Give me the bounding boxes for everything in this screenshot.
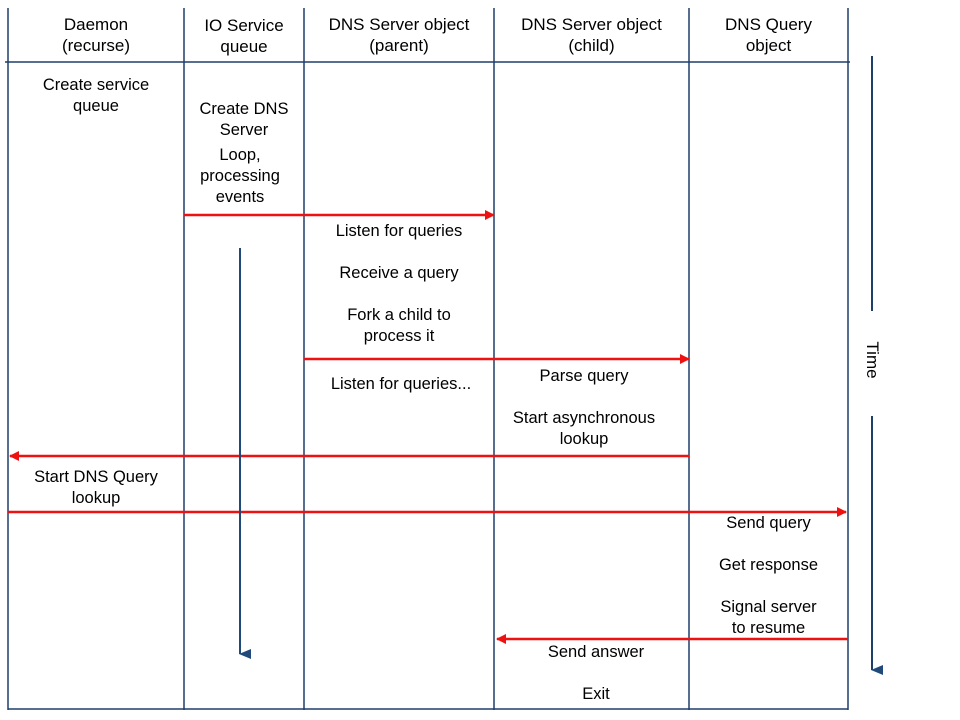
step-start-dns-query-lookup: Start DNS Query lookup	[8, 467, 184, 509]
step-fork-a-child: Fork a child to process it	[304, 305, 494, 347]
step-start-dns-query-line2: lookup	[71, 489, 121, 507]
header-daemon: Daemon (recurse)	[8, 14, 184, 56]
header-child-line1: DNS Server object	[521, 15, 662, 34]
step-receive-a-query: Receive a query	[339, 264, 459, 282]
step-loop-line1: Loop,	[219, 146, 261, 164]
header-parent-line1: DNS Server object	[328, 15, 470, 34]
step-start-async-line2: lookup	[559, 430, 609, 448]
header-query-line1: DNS Query	[725, 15, 812, 34]
header-io-line1: IO Service	[204, 16, 284, 35]
header-query-line2: object	[745, 36, 792, 55]
header-daemon-line2: (recurse)	[61, 36, 130, 55]
step-loop-processing-events: Loop, processing events	[184, 145, 296, 208]
time-label: Time	[863, 341, 882, 379]
header-dns-server-parent: DNS Server object (parent)	[304, 14, 494, 56]
step-fork-line1: Fork a child to	[347, 306, 451, 324]
step-parse-query: Parse query	[539, 367, 629, 385]
step-signal-line1: Signal server	[720, 598, 817, 616]
step-exit: Exit	[582, 685, 610, 703]
step-create-service-queue: Create service queue	[8, 75, 184, 117]
step-start-async-lookup: Start asynchronous lookup	[489, 408, 679, 450]
header-io-line2: queue	[220, 37, 268, 56]
step-fork-line2: process it	[363, 327, 435, 345]
step-create-dns-server-line1: Create DNS	[199, 100, 289, 118]
header-daemon-line1: Daemon	[63, 15, 129, 34]
step-start-dns-query-line1: Start DNS Query	[34, 468, 158, 486]
step-create-dns-server-line2: Server	[219, 121, 269, 139]
step-listen-for-queries-again: Listen for queries...	[330, 375, 472, 393]
header-dns-server-child: DNS Server object (child)	[494, 14, 689, 56]
step-start-async-line1: Start asynchronous	[512, 409, 656, 427]
header-dns-query: DNS Query object	[689, 14, 848, 56]
step-send-query: Send query	[726, 514, 811, 532]
header-io-service: IO Service queue	[184, 15, 304, 57]
header-parent-line2: (parent)	[369, 36, 429, 55]
step-loop-line2: processing	[200, 167, 280, 185]
step-get-response: Get response	[718, 556, 819, 574]
step-listen-for-queries: Listen for queries	[335, 222, 463, 240]
step-create-service-queue-line1: Create service	[42, 76, 150, 94]
step-signal-server: Signal server to resume	[689, 597, 848, 639]
step-create-service-queue-line2: queue	[73, 97, 119, 115]
step-signal-line2: to resume	[731, 619, 806, 637]
step-send-answer: Send answer	[547, 643, 645, 661]
header-child-line2: (child)	[568, 36, 615, 55]
step-loop-line3: events	[215, 188, 265, 206]
step-create-dns-server: Create DNS Server	[184, 99, 304, 141]
